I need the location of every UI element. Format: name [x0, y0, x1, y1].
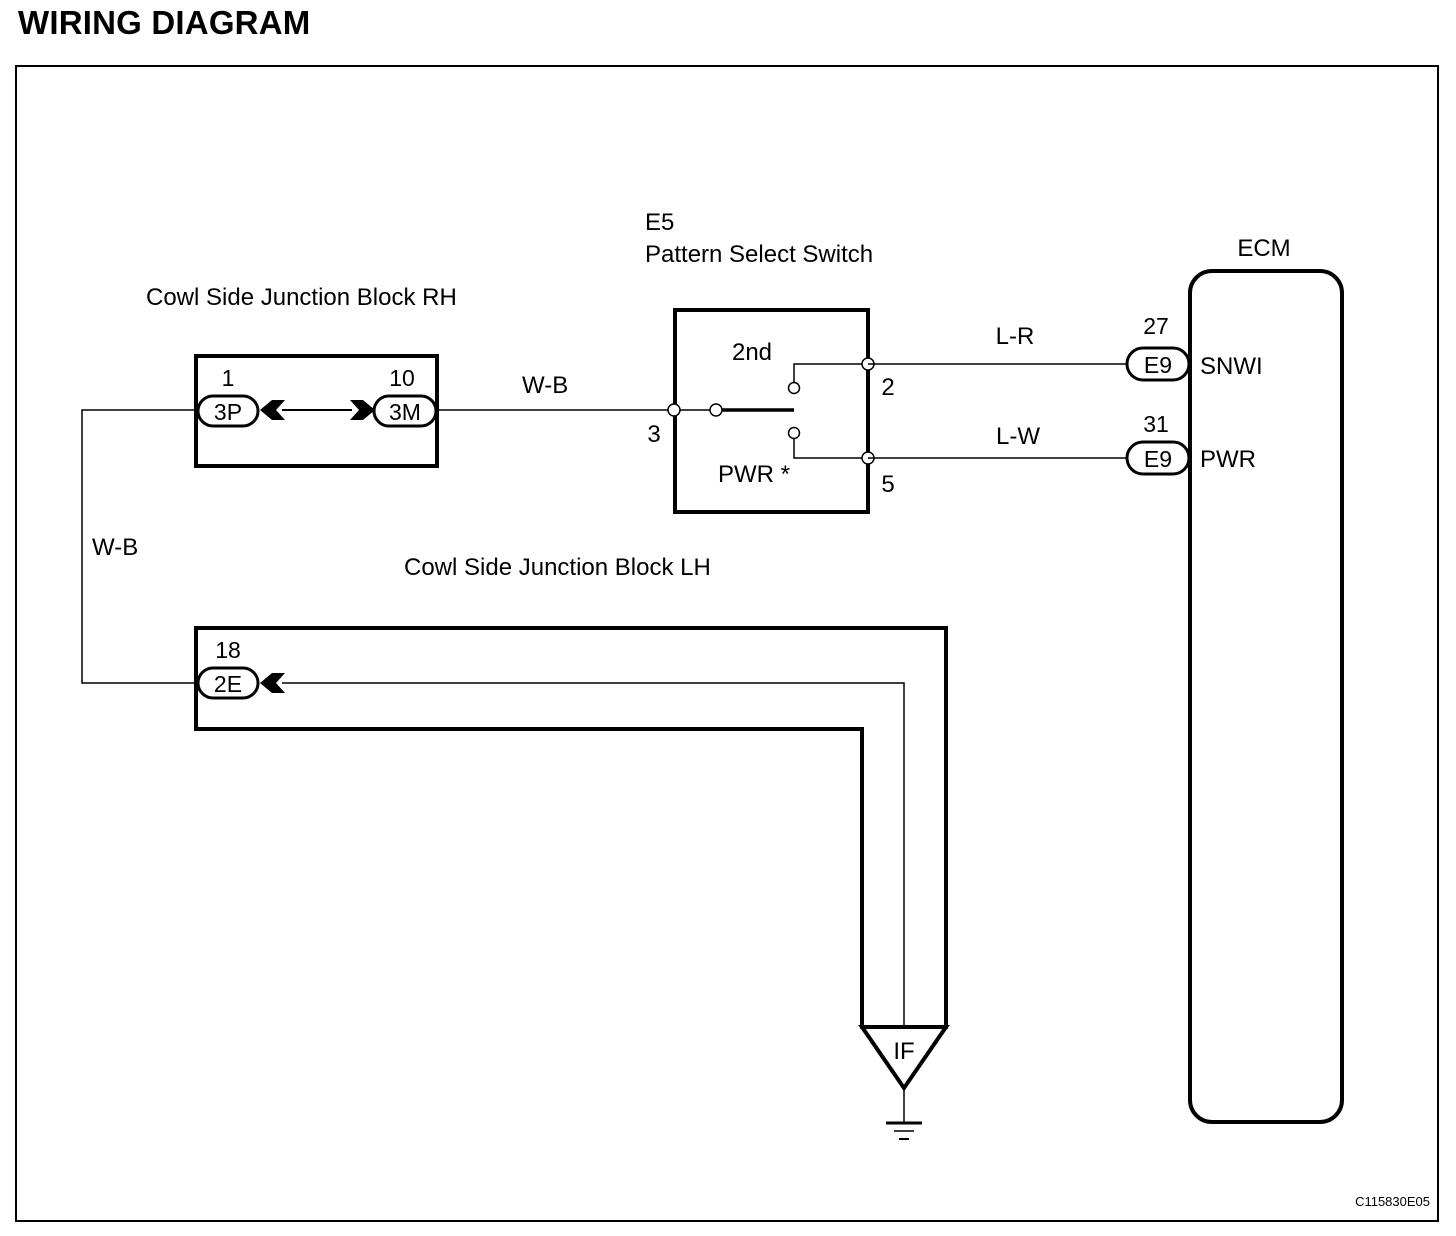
ecm: ECM 27 E9 SNWI 31 E9 PWR [1125, 235, 1344, 1124]
wire-label-lw: L-W [996, 423, 1040, 450]
switch-position-pwr: PWR * [718, 461, 790, 488]
diagram-title: WIRING DIAGRAM [18, 4, 311, 41]
ecm-terminal-snwi: 27 E9 SNWI [1125, 313, 1263, 382]
switch-2nd-contact [787, 381, 801, 395]
switch-position-2nd: 2nd [732, 339, 772, 366]
pin-2-label: 2 [881, 374, 894, 401]
terminal-3-node [667, 403, 681, 417]
connector-3m: 10 3M [350, 365, 438, 428]
connector-e9-label: E9 [1144, 352, 1172, 378]
diagram-frame [15, 65, 1439, 1222]
switch-code: E5 [645, 209, 674, 236]
switch-pivot-contact [709, 403, 723, 417]
female-terminal-icon [260, 400, 285, 420]
switch-pwr-lead [793, 433, 868, 459]
connector-e9-label: E9 [1144, 446, 1172, 472]
pin-5-label: 5 [881, 471, 894, 498]
connector-3m-label: 3M [389, 399, 421, 425]
ground-icon [886, 1121, 922, 1140]
ecm-box [1188, 269, 1344, 1124]
signal-pwr: PWR [1200, 446, 1256, 473]
connector-3p-label: 3P [214, 399, 242, 425]
junction-block-lh: Cowl Side Junction Block LH 18 2E IF [194, 554, 950, 1140]
pin-number-18: 18 [215, 637, 241, 663]
switch-label: Pattern Select Switch [645, 241, 873, 268]
pattern-select-switch: E5 Pattern Select Switch 2nd PWR * 3 2 5 [645, 209, 895, 514]
figure-code: C115830E05 [1355, 1194, 1430, 1209]
ground-point-triangle [858, 1025, 950, 1092]
ground-point-if: IF [858, 1025, 950, 1140]
connector-2e-pill [196, 666, 260, 700]
junction-block-lh-label: Cowl Side Junction Block LH [404, 554, 711, 581]
junction-block-rh-label: Cowl Side Junction Block RH [146, 284, 457, 311]
connector-e9-pill [1125, 440, 1191, 476]
switch-pwr-contact [787, 426, 801, 440]
pin-number-31: 31 [1143, 411, 1169, 437]
junction-lh-internal-wire [282, 682, 905, 1027]
ecm-terminal-pwr: 31 E9 PWR [1125, 411, 1256, 476]
connector-3m-pill [372, 394, 438, 428]
switch-2nd-lead [793, 363, 868, 387]
wire-wb-left [81, 409, 198, 684]
male-terminal-icon [350, 400, 375, 420]
wire-label-lr: L-R [996, 323, 1035, 350]
pin-number-10: 10 [389, 365, 415, 391]
connector-e9-pill [1125, 346, 1191, 382]
pin-number-27: 27 [1143, 313, 1169, 339]
connector-3p-pill [196, 394, 260, 428]
ecm-label: ECM [1237, 235, 1290, 262]
wire-label-wb-top: W-B [522, 372, 568, 399]
junction-block-lh-box [194, 626, 948, 1029]
ground-point-label: IF [893, 1038, 914, 1065]
pin-3-label: 3 [647, 421, 660, 448]
pin-number-1: 1 [222, 365, 235, 391]
connector-2e-label: 2E [214, 671, 242, 697]
female-terminal-icon [260, 673, 285, 693]
junction-block-rh: Cowl Side Junction Block RH 1 3P 10 3M [146, 284, 457, 468]
wire-label-wb-left: W-B [92, 534, 138, 561]
signal-snwi: SNWI [1200, 353, 1263, 380]
connector-2e: 18 2E [196, 637, 285, 700]
connector-3p: 1 3P [196, 365, 285, 428]
